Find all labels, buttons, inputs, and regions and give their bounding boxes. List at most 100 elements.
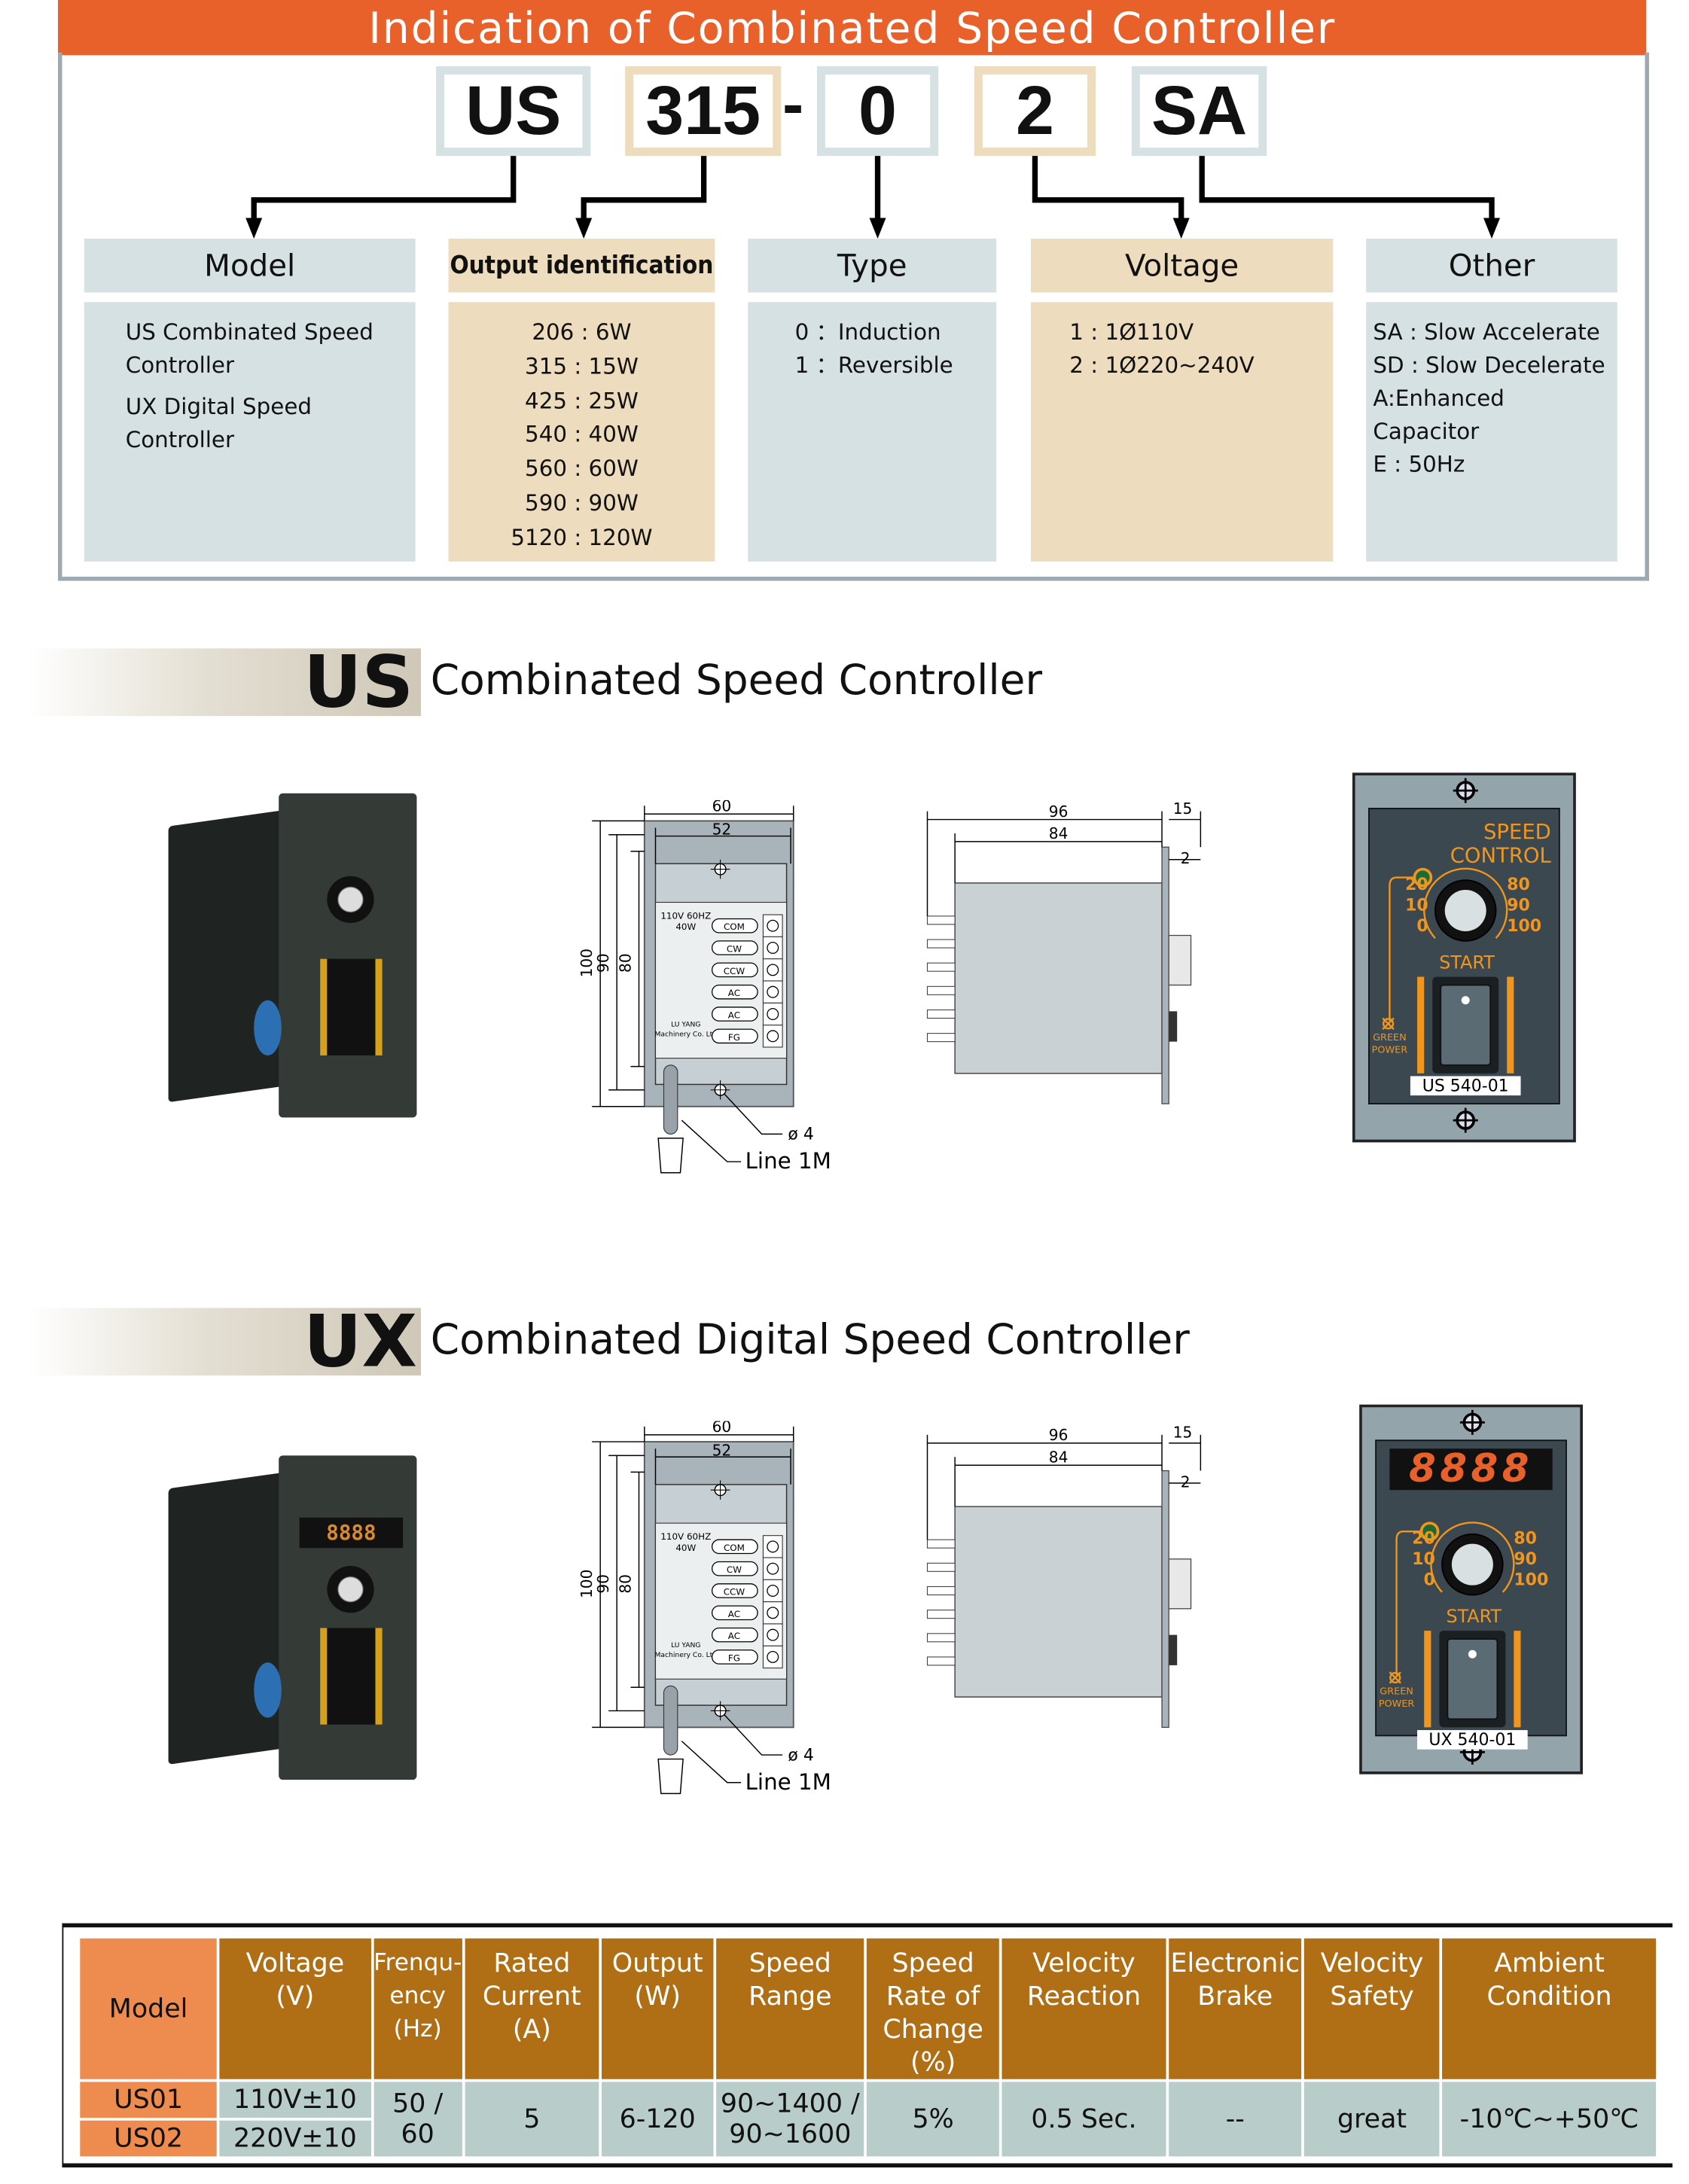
label-text: Line 1M (745, 1769, 831, 1795)
terminal-block (762, 1002, 783, 1026)
column-line: 2 : 1Ø220~240V (1069, 352, 1255, 379)
label-text: 80 (1514, 1530, 1537, 1549)
terminal-block (762, 1579, 783, 1603)
terminal-pin (926, 1009, 956, 1019)
label-text: FG (728, 1032, 740, 1043)
screw-icon (767, 985, 779, 998)
label-text: 96 (1049, 803, 1069, 821)
column-line: 0 ：Induction (794, 318, 941, 346)
section-header-us: US Combinated Speed Controller (27, 643, 1270, 723)
crosshair (710, 1701, 730, 1721)
header-line: Model (108, 1994, 188, 2024)
label-text: 10 (1412, 1550, 1435, 1569)
column-line: 1 ：Reversible (794, 352, 953, 379)
header-line: Change (883, 2014, 983, 2045)
dimension-line (954, 833, 1163, 883)
label-text: Machinery Co. Ltd (655, 1030, 718, 1038)
terminal-pin (926, 1585, 956, 1596)
column-header-other: Other (1366, 239, 1617, 293)
label-text: 110V 60HZ (660, 911, 711, 921)
connector-plug (657, 1138, 684, 1174)
page-title: Indication of Combinated Speed Controlle… (57, 0, 1647, 56)
product-front (279, 793, 417, 1118)
header-line: Reaction (1026, 1981, 1142, 2012)
header-line: Ambient (1494, 1948, 1605, 1978)
label-text: 8888 (1409, 1446, 1533, 1491)
crosshair (710, 1480, 730, 1500)
section-prefix: US (303, 641, 414, 725)
label-text: 15 (1173, 800, 1193, 818)
label-text: AC (728, 1010, 740, 1020)
scale-arc (1430, 1521, 1515, 1593)
knob-cap (1444, 890, 1486, 932)
header-line: (V) (276, 1981, 315, 2012)
cable (663, 1685, 678, 1756)
label-text: 60 (712, 1421, 732, 1436)
column-line: 560 : 60W (525, 455, 639, 482)
column-line: SA : Slow Accelerate (1373, 318, 1600, 346)
leader-line (681, 1093, 783, 1162)
column-header-output: Output identification (448, 239, 715, 293)
dimension-line (954, 1457, 1163, 1507)
dimension-line (1169, 811, 1202, 861)
front-plate (1161, 1470, 1169, 1729)
accent-bar (1507, 976, 1514, 1074)
product-switch (320, 958, 383, 1055)
column-body-voltage: 1 : 1Ø110V 2 : 1Ø220~240V (1030, 302, 1334, 562)
code-part-output: 315 (625, 65, 782, 157)
label-text: UX 540-01 (1428, 1731, 1516, 1750)
voltage-cell: 220V±10 (219, 2120, 371, 2157)
column-line: 540 : 40W (525, 421, 639, 448)
screw-icon (767, 1585, 779, 1597)
header-line: Brake (1197, 1981, 1273, 2012)
cable (663, 1065, 678, 1135)
label-text: 10 (1405, 897, 1428, 915)
column-header: Model (80, 1938, 217, 2079)
header-line: Range (748, 1981, 832, 2012)
header-line: Speed (892, 1948, 974, 1978)
label-text: COM (724, 921, 745, 932)
column-line: 1 : 1Ø110V (1069, 318, 1194, 346)
led-lead-line (1395, 1530, 1422, 1675)
label-text: 100 (1507, 917, 1541, 936)
column-body-type: 0 ：Induction 1 ：Reversible (748, 302, 997, 562)
label-text: 52 (712, 821, 732, 839)
switch (1169, 1011, 1178, 1042)
label-text: LU YANG (671, 1641, 700, 1649)
label-text: 80 (616, 953, 634, 973)
product-display: 8888 (299, 1517, 404, 1549)
spec-cell: 50 / 60 (373, 2082, 462, 2157)
dimension-line (592, 820, 645, 1107)
column-line: E : 50Hz (1373, 451, 1465, 478)
crosshair (710, 859, 730, 879)
leader-line (681, 1714, 783, 1783)
spec-cell: 90~1400 / 90~1600 (715, 2082, 864, 2157)
label-text: FG (728, 1652, 740, 1663)
header-line: Voltage (245, 1948, 345, 1978)
header-line: Safety (1330, 1981, 1414, 2012)
section-title: Combinated Speed Controller (430, 656, 1043, 705)
product-side (168, 1472, 286, 1765)
terminal-block (762, 958, 783, 982)
column-line: Controller (125, 426, 234, 453)
spec-cell: 5 (465, 2082, 599, 2157)
terminal-tag (711, 1605, 758, 1621)
terminal-block (762, 1645, 783, 1669)
model-cell: US01 (80, 2082, 217, 2119)
terminal-tag (711, 1539, 758, 1555)
header-line: (A) (512, 2014, 551, 2045)
header-line: Output (611, 1948, 703, 1978)
label-text: 100 (578, 949, 596, 977)
header-line: Frenqu- (373, 1949, 462, 1978)
screw-icon (767, 1007, 779, 1020)
terminal-pin (926, 1033, 956, 1043)
